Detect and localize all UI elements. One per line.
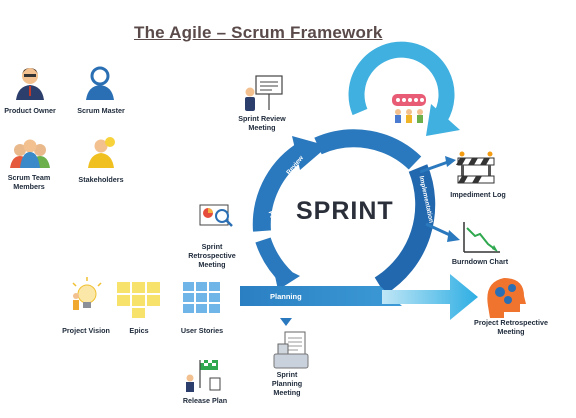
release-plan-icon — [186, 360, 221, 392]
burndown-chart-icon — [463, 222, 500, 253]
sprint-planning-icon — [273, 331, 309, 369]
scrum-team-icon — [10, 139, 50, 168]
user-stories-label: User Stories — [180, 326, 224, 335]
stakeholders-label: Stakeholders — [78, 175, 124, 184]
release-plan-label: Release Plan — [182, 396, 228, 405]
burndown-chart-label: Burndown Chart — [451, 257, 509, 266]
product-owner-label: Product Owner — [4, 106, 56, 115]
impediment-log-icon — [456, 151, 495, 184]
epics-icon — [117, 282, 160, 318]
artifact-arrows — [280, 156, 460, 326]
epics-label: Epics — [129, 326, 149, 335]
daily-scrum-meeting-icon — [392, 94, 426, 123]
diagram-title: The Agile – Scrum Framework — [134, 23, 383, 42]
sprint-cycle-ring — [252, 129, 436, 295]
scrum-master-icon — [86, 66, 114, 100]
planning-band — [240, 286, 402, 306]
scrum-master-label: Scrum Master — [77, 106, 125, 115]
sprint-review-label: Sprint Review Meeting — [238, 114, 286, 132]
sprint-retrospective-label: Sprint Retrospective Meeting — [188, 242, 236, 269]
sprint-planning-label: Sprint Planning Meeting — [271, 370, 303, 397]
stakeholders-icon — [88, 137, 115, 168]
sprint-review-icon — [245, 75, 283, 111]
product-owner-icon — [16, 68, 44, 100]
impediment-log-label: Impediment Log — [450, 190, 506, 199]
project-retrospective-icon — [487, 278, 526, 318]
project-vision-icon — [72, 277, 102, 310]
planning-band-label: Planning — [270, 292, 302, 301]
daily-scrum-loop — [348, 41, 460, 136]
scrum-team-label: Scrum Team Members — [7, 173, 51, 191]
project-retrospective-label: Project Retrospective Meeting — [474, 318, 548, 336]
user-stories-icon — [183, 282, 220, 313]
output-arrow — [382, 274, 478, 320]
project-vision-label: Project Vision — [62, 326, 110, 335]
sprint-label: SPRINT — [296, 197, 394, 225]
sprint-retrospective-icon — [199, 204, 233, 227]
